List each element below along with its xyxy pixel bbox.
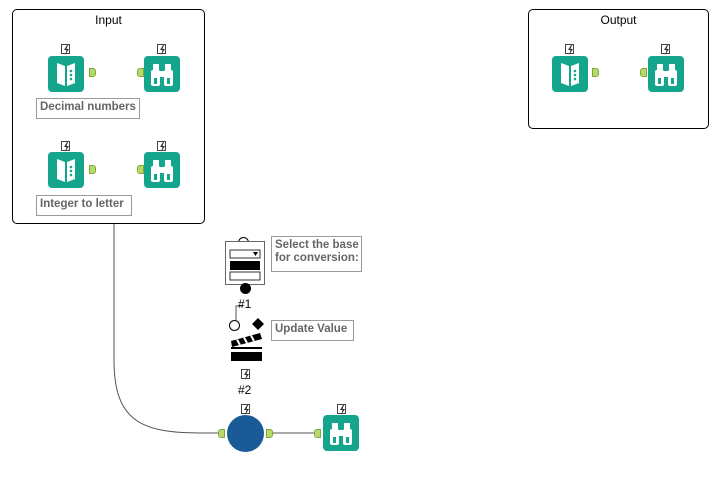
binoculars-icon <box>151 160 173 182</box>
annotation-select-base-line2: for conversion: <box>275 252 359 264</box>
lightning-bolt-icon <box>61 141 70 152</box>
annotation-decimal-numbers: Decimal numbers <box>36 98 140 119</box>
browse-tool-decimal[interactable] <box>144 56 180 92</box>
input-data-tool-decimal[interactable] <box>48 56 84 92</box>
dropdown-icon <box>229 249 261 281</box>
formula-tool[interactable] <box>227 415 264 452</box>
question-anchor-icon[interactable] <box>240 283 251 294</box>
question-anchor-icon[interactable] <box>229 320 240 331</box>
binoculars-icon <box>151 64 173 86</box>
annotation-select-base: Select the base for conversion: <box>271 236 362 272</box>
browse-tool-formula[interactable] <box>323 415 359 451</box>
lightning-bolt-icon <box>157 44 166 55</box>
lightning-bolt-icon <box>241 369 250 380</box>
input-anchor[interactable] <box>314 429 321 438</box>
input-container-title: Input <box>95 13 122 27</box>
lightning-bolt-icon <box>157 141 166 152</box>
dropdown-interface-tool[interactable] <box>225 241 265 285</box>
interface-number-2: #2 <box>238 383 252 397</box>
browse-tool-integer[interactable] <box>144 152 180 188</box>
clapperboard-icon[interactable] <box>229 325 263 361</box>
binoculars-icon <box>655 64 677 86</box>
diamond-anchor-icon[interactable] <box>252 318 264 330</box>
annotation-update-value: Update Value <box>271 320 354 341</box>
output-container-title: Output <box>600 13 637 27</box>
interface-number-1: #1 <box>238 297 252 311</box>
annotation-select-base-line1: Select the base <box>275 239 359 251</box>
output-anchor[interactable] <box>89 165 96 174</box>
output-anchor[interactable] <box>266 429 273 438</box>
lightning-bolt-icon <box>565 44 574 55</box>
input-anchor[interactable] <box>640 68 647 77</box>
binoculars-icon <box>330 423 352 445</box>
output-anchor[interactable] <box>89 68 96 77</box>
input-data-tool-integer[interactable] <box>48 152 84 188</box>
annotation-integer-to-letter: Integer to letter <box>36 195 132 216</box>
book-icon <box>57 63 75 86</box>
lightning-bolt-icon <box>337 404 346 415</box>
input-anchor[interactable] <box>137 68 144 77</box>
lightning-bolt-icon <box>241 404 250 415</box>
input-anchor[interactable] <box>218 429 225 438</box>
input-data-tool-output[interactable] <box>552 56 588 92</box>
lightning-bolt-icon <box>661 44 670 55</box>
browse-tool-output[interactable] <box>648 56 684 92</box>
lightning-bolt-icon <box>61 44 70 55</box>
output-anchor[interactable] <box>592 68 599 77</box>
input-anchor[interactable] <box>137 165 144 174</box>
book-icon <box>57 159 75 182</box>
book-icon <box>561 63 579 86</box>
